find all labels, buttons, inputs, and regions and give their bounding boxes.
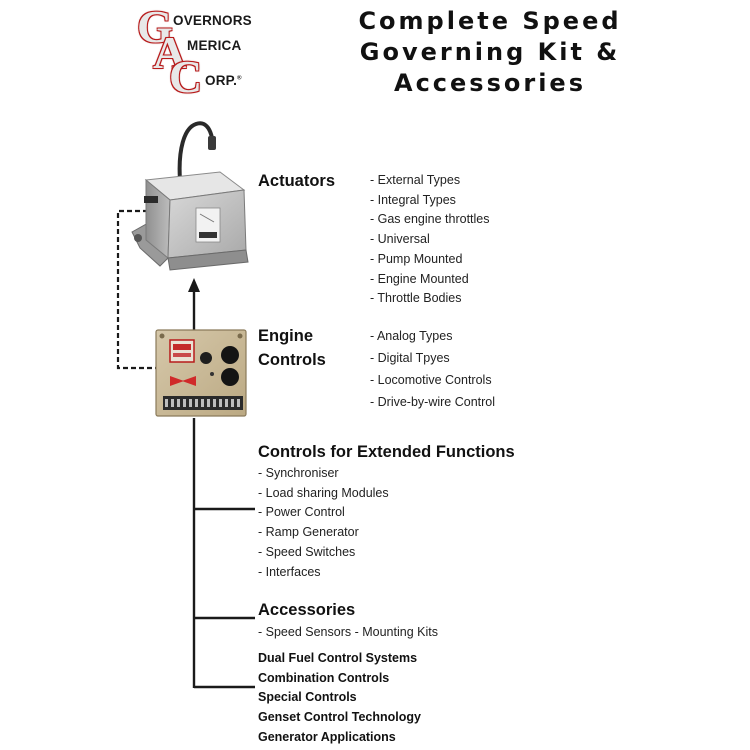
arrow-head-icon — [188, 278, 200, 292]
list-item: Combination Controls — [258, 670, 390, 685]
logo-word-corp: ORP.® — [205, 73, 242, 88]
other-systems-list: Dual Fuel Control Systems Combination Co… — [258, 649, 421, 748]
actuators-list: - External Types - Integral Types - Gas … — [370, 171, 490, 309]
list-item: - Universal — [370, 232, 430, 247]
list-item: - Speed Sensors - Mounting Kits — [258, 625, 438, 639]
list-item: - Analog Types — [370, 329, 453, 343]
logo-word-governors: OVERNORS — [173, 13, 252, 28]
title-line-1: Complete Speed — [358, 7, 622, 35]
list-item: - Integral Types — [370, 192, 456, 207]
list-item: - Gas engine throttles — [370, 212, 490, 227]
list-item: - Locomotive Controls — [370, 373, 492, 387]
extended-functions-list: - Synchroniser - Load sharing Modules - … — [258, 464, 389, 582]
accessories-heading: Accessories — [258, 601, 356, 619]
logo-letter-a: A — [153, 27, 187, 78]
title-line-2: Governing Kit & — [359, 38, 621, 66]
list-item: Generator Applications — [258, 729, 396, 744]
gac-logo: G OVERNORS A MERICA C ORP.® — [135, 4, 275, 104]
list-item: Dual Fuel Control Systems — [258, 651, 418, 665]
actuator-image — [131, 121, 249, 271]
list-item: - Ramp Generator — [258, 525, 359, 540]
engine-controls-heading: Engine Controls — [258, 324, 326, 372]
accessories-list: - Speed Sensors - Mounting Kits — [258, 623, 438, 643]
page-title: Complete Speed Governing Kit & Accessori… — [340, 6, 640, 99]
list-item: - Drive-by-wire Control — [370, 395, 496, 409]
actuators-heading: Actuators — [258, 172, 336, 190]
list-item: - Digital Tpyes — [370, 351, 450, 365]
logo-letter-g: G — [137, 1, 173, 52]
list-item: - Interfaces — [258, 564, 321, 579]
list-item: - Load sharing Modules — [258, 485, 389, 500]
extended-functions-heading: Controls for Extended Functions — [258, 443, 515, 461]
title-line-3: Accessories — [394, 69, 586, 97]
list-item: - Power Control — [258, 505, 345, 520]
list-item: - Pump Mounted — [370, 251, 463, 266]
engine-controls-heading-line-2: Controls — [258, 351, 326, 369]
logo-letter-c: C — [169, 51, 203, 102]
list-item: Genset Control Technology — [258, 710, 421, 725]
list-item: - External Types — [370, 173, 461, 187]
engine-controls-list: - Analog Types - Digital Tpyes - Locomot… — [370, 325, 495, 413]
engine-controls-heading-line-1: Engine — [258, 327, 314, 345]
list-item: - Speed Switches — [258, 544, 356, 559]
logo-word-america: MERICA — [187, 38, 242, 53]
speed-controller-image — [155, 329, 247, 417]
list-item: Special Controls — [258, 690, 357, 705]
list-item: - Synchroniser — [258, 466, 339, 480]
list-item: - Engine Mounted — [370, 271, 469, 286]
list-item: - Throttle Bodies — [370, 291, 462, 306]
dashed-feedback-line — [116, 209, 158, 370]
